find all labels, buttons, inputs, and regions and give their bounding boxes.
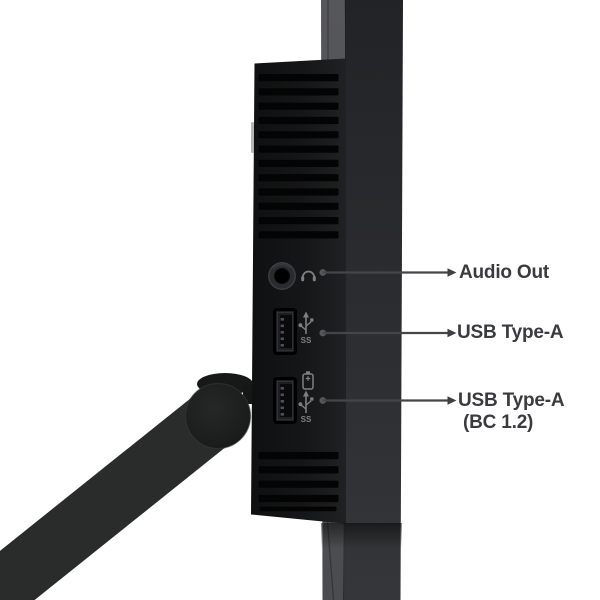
monitor-panel-body	[343, 0, 403, 600]
vent-grille-bottom	[258, 452, 339, 512]
arrowhead-icon	[447, 268, 457, 277]
usb-superspeed-icon-1: SS	[298, 311, 314, 345]
side-button	[251, 122, 254, 153]
battery-charging-icon	[302, 371, 314, 390]
stand-arm	[0, 390, 238, 600]
arrowhead-icon	[447, 396, 457, 405]
usb-port-2	[273, 377, 297, 424]
callout-label-usb-type-a-bc: USB Type-A (BC 1.2)	[458, 390, 565, 434]
svg-text:SS: SS	[301, 336, 312, 345]
headphones-icon	[301, 270, 316, 282]
callout-label-usb-type-a-bc-line2: (BC 1.2)	[463, 412, 534, 433]
svg-text:SS: SS	[301, 415, 312, 424]
usb-superspeed-icon-2: SS	[298, 390, 314, 424]
callout-label-audio-out: Audio Out	[459, 262, 550, 283]
housing-shadow	[321, 523, 402, 549]
rear-housing: SS	[251, 58, 346, 524]
vent-grille-top	[258, 74, 339, 239]
callout-line-usb-type-a-bc	[319, 396, 457, 405]
hinge-disc	[184, 382, 252, 450]
callout-line-usb-type-a	[319, 328, 457, 338]
arrowhead-icon	[447, 328, 457, 338]
callout-label-usb-type-a: USB Type-A	[457, 322, 564, 343]
callout-line-audio-out	[319, 268, 457, 277]
callout-lines	[319, 268, 457, 405]
callout-label-usb-type-a-bc-line1: USB Type-A	[458, 390, 565, 411]
usb-port-1	[273, 308, 297, 355]
audio-out-jack	[268, 262, 296, 290]
